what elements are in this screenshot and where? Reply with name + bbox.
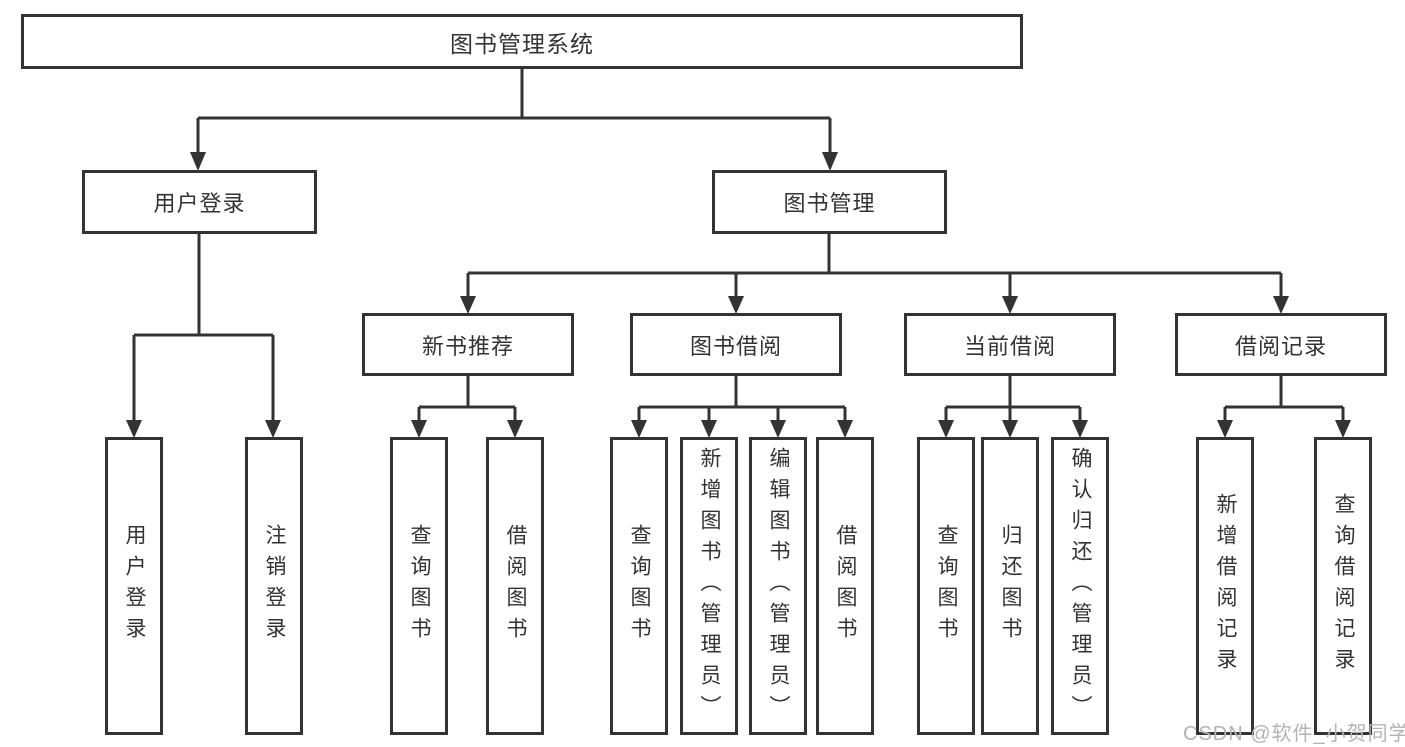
leaf-label: 归还图书 bbox=[999, 524, 1023, 648]
node-label: 新书推荐 bbox=[421, 333, 514, 359]
leaf-search-borrow-record: 查询借阅记录 bbox=[1314, 437, 1372, 735]
node-label: 借阅记录 bbox=[1234, 333, 1327, 359]
leaf-search-books-1: 查询图书 bbox=[390, 437, 448, 735]
leaf-label: 编辑图书（管理员） bbox=[767, 446, 791, 726]
node-label: 用户登录 bbox=[153, 191, 246, 216]
leaf-label: 用户登录 bbox=[123, 524, 147, 648]
connector-current-borrow bbox=[944, 376, 1082, 424]
leaf-label: 查询图书 bbox=[935, 524, 959, 648]
node-book-borrow: 图书借阅 bbox=[630, 313, 842, 376]
connector-borrow-records bbox=[1223, 376, 1345, 424]
connector-book-management bbox=[466, 234, 1283, 299]
leaf-logout: 注销登录 bbox=[245, 437, 303, 735]
connector-user-login bbox=[132, 234, 275, 424]
node-current-borrow: 当前借阅 bbox=[904, 313, 1116, 376]
node-user-login-branch: 用户登录 bbox=[82, 170, 317, 234]
node-borrow-records: 借阅记录 bbox=[1175, 313, 1387, 376]
leaf-label: 查询图书 bbox=[408, 524, 432, 648]
leaf-label: 新增图书（管理员） bbox=[698, 446, 722, 726]
leaf-label: 借阅图书 bbox=[834, 524, 858, 648]
connector-book-borrow bbox=[637, 376, 847, 424]
leaf-label: 查询图书 bbox=[628, 524, 652, 648]
arrowheads bbox=[126, 152, 1351, 438]
connector-new-book bbox=[417, 376, 517, 424]
leaf-label: 注销登录 bbox=[263, 524, 287, 648]
leaf-user-login: 用户登录 bbox=[105, 437, 163, 735]
leaf-search-books-3: 查询图书 bbox=[917, 437, 975, 735]
node-system-root: 图书管理系统 bbox=[21, 14, 1023, 69]
node-book-management-branch: 图书管理 bbox=[712, 170, 947, 234]
leaf-search-books-2: 查询图书 bbox=[610, 437, 668, 735]
leaf-label: 新增借阅记录 bbox=[1214, 493, 1238, 679]
watermark: CSDN @软件_小贺同学 bbox=[1183, 723, 1405, 745]
node-label: 当前借阅 bbox=[963, 333, 1056, 359]
leaf-borrow-books-2: 借阅图书 bbox=[816, 437, 874, 735]
leaf-return-book: 归还图书 bbox=[981, 437, 1039, 735]
node-label: 图书管理系统 bbox=[450, 30, 594, 57]
leaf-label: 查询借阅记录 bbox=[1332, 493, 1356, 679]
leaf-edit-book-admin: 编辑图书（管理员） bbox=[749, 437, 807, 735]
leaf-add-borrow-record: 新增借阅记录 bbox=[1196, 437, 1254, 735]
connector-root bbox=[196, 69, 832, 156]
node-label: 图书管理 bbox=[783, 191, 876, 216]
node-label: 图书借阅 bbox=[689, 333, 782, 359]
leaf-borrow-books-1: 借阅图书 bbox=[486, 437, 544, 735]
leaf-label: 确认归还（管理员） bbox=[1069, 446, 1093, 726]
leaf-confirm-return-admin: 确认归还（管理员） bbox=[1051, 437, 1109, 735]
node-new-book-recommend: 新书推荐 bbox=[362, 313, 574, 376]
leaf-label: 借阅图书 bbox=[504, 524, 528, 648]
leaf-add-book-admin: 新增图书（管理员） bbox=[680, 437, 738, 735]
